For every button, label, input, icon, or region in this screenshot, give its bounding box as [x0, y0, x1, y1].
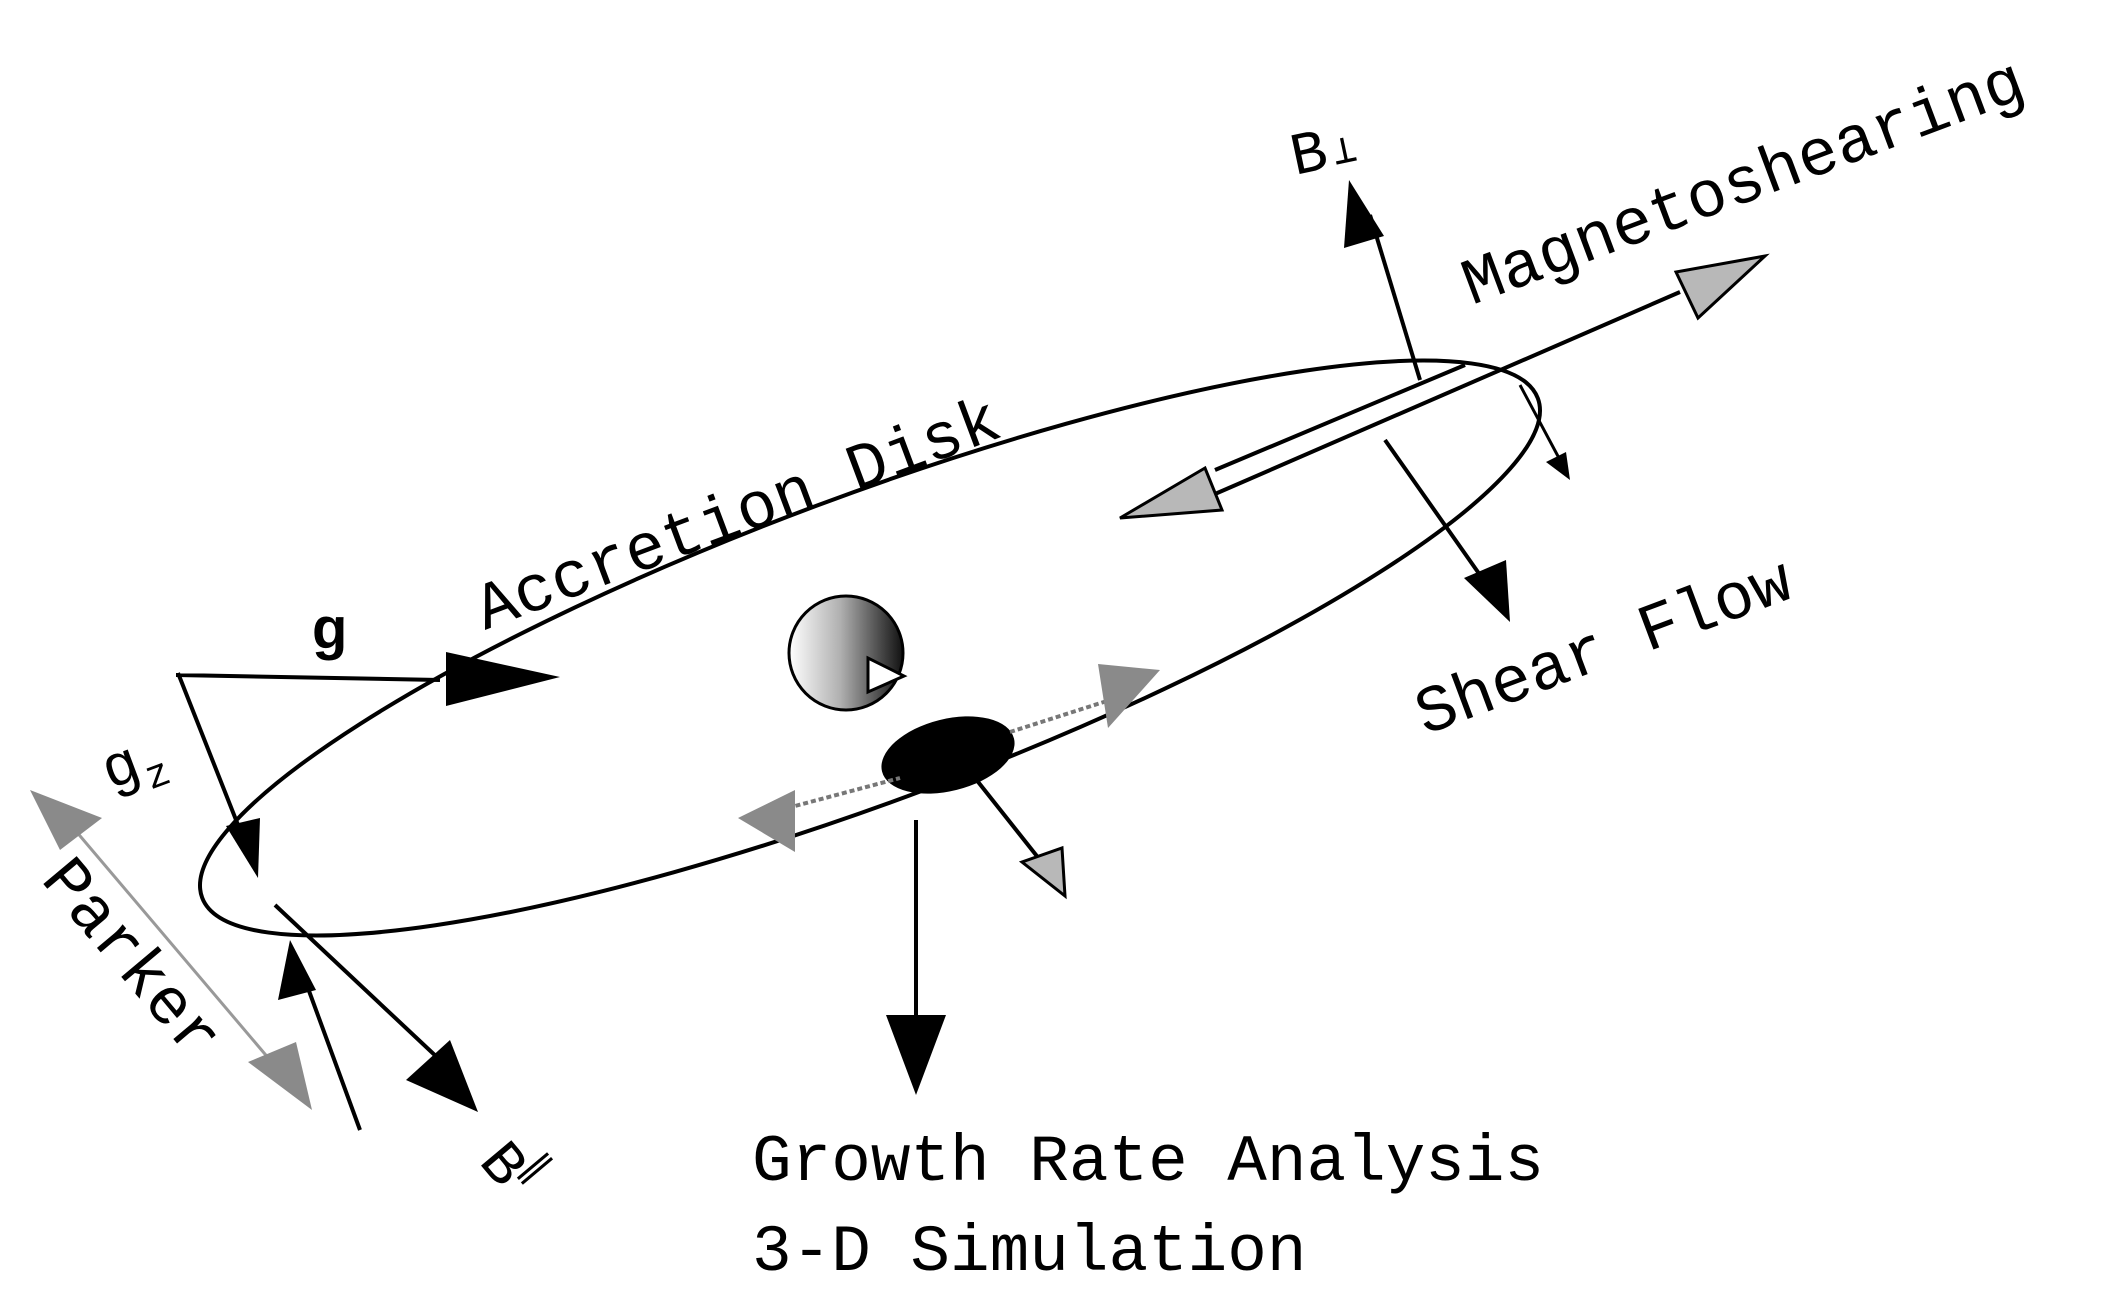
- label-b-par: B ∥: [463, 1131, 557, 1202]
- b-par-arrow-icon: [406, 1040, 478, 1112]
- element-arrow-icon: [1018, 845, 1067, 900]
- g-vector-line: [176, 673, 441, 682]
- upward-arrow-line: [303, 979, 362, 1131]
- label-b-perp-main: B: [1285, 120, 1334, 194]
- gz-arrow-icon: [226, 818, 260, 878]
- magnetoshearing-back-arrow-icon: [1119, 465, 1225, 520]
- small-diag-arrow-icon: [1546, 452, 1570, 480]
- parker-line: [73, 829, 272, 1061]
- b-par-line: [273, 903, 442, 1062]
- flow-line-right: [1009, 698, 1111, 734]
- label-gz-main: g: [93, 731, 151, 807]
- g-arrow-icon: [446, 652, 560, 706]
- label-shear-flow: Shear Flow: [1406, 545, 1803, 754]
- label-accretion-disk: Accretion Disk: [466, 384, 1012, 648]
- upward-arrow-icon: [278, 940, 316, 1000]
- small-diag-arrow-line: [1518, 384, 1562, 461]
- label-b-perp-sym: ⊥: [1328, 129, 1361, 178]
- parker-arrow-bottom-icon: [248, 1042, 312, 1110]
- label-gz: g z: [93, 731, 178, 807]
- label-simulation: 3-D Simulation: [752, 1215, 1307, 1290]
- growth-arrow-icon: [886, 1015, 946, 1095]
- central-star: [787, 594, 905, 712]
- shear-flow-arrow-icon: [1464, 560, 1510, 622]
- magnetoshearing-line: [1184, 290, 1681, 509]
- parker-arrow-top-icon: [30, 790, 102, 850]
- element-arrow-line: [973, 776, 1042, 862]
- star-arrow-icon: [866, 655, 908, 695]
- magnetoshearing-back-line: [1214, 363, 1466, 472]
- flow-arrow-left-icon: [738, 790, 795, 852]
- shear-flow-line: [1383, 438, 1482, 577]
- gz-vector-line: [176, 672, 242, 831]
- label-magnetoshearing: Magnetoshearing: [1453, 45, 2036, 323]
- fluid-element: [881, 716, 1015, 794]
- b-perp-arrow-icon: [1344, 180, 1384, 248]
- flow-arrow-right-icon: [1098, 664, 1160, 728]
- label-parker: Parker: [25, 845, 235, 1075]
- magnetoshearing-arrow-icon: [1673, 253, 1770, 321]
- label-growth-rate: Growth Rate Analysis: [752, 1125, 1544, 1200]
- label-g: g: [312, 596, 347, 661]
- b-perp-line: [1368, 214, 1422, 381]
- flow-line-left: [779, 776, 901, 812]
